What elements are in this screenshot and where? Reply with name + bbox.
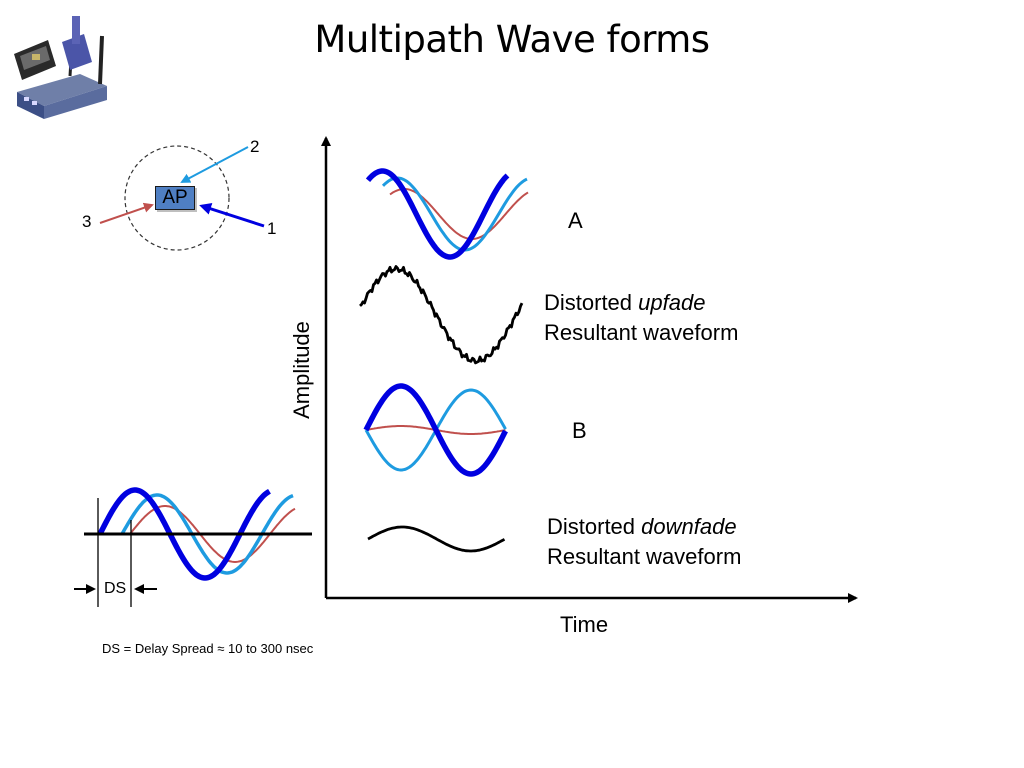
upfade-caption: Distorted upfade Resultant waveform [544, 288, 738, 348]
downfade-waveform [367, 525, 506, 553]
waveform-b [363, 383, 508, 477]
ds-label: DS [104, 580, 127, 597]
coverage-circle [124, 145, 230, 251]
upfade-waveform [359, 265, 524, 365]
downfade-emphasis: downfade [641, 514, 737, 539]
path-3-arrow [99, 202, 154, 224]
downfade-prefix: Distorted [547, 514, 642, 539]
waveform-a-label: A [568, 208, 583, 233]
waveform-a [365, 168, 529, 260]
wireless-router-icon [14, 16, 107, 119]
y-axis-label: Amplitude [289, 321, 314, 419]
x-axis-label: Time [560, 612, 609, 637]
access-point-box: AP [155, 186, 195, 210]
upfade-line2: Resultant waveform [544, 320, 739, 345]
path-label-3: 3 [82, 212, 92, 231]
path-label-2: 2 [250, 137, 260, 156]
downfade-caption: Distorted downfade Resultant waveform [547, 512, 741, 572]
delay-spread-waves [97, 487, 296, 581]
delay-spread-caption: DS = Delay Spread ≈ 10 to 300 nsec [102, 641, 314, 656]
path-label-1: 1 [267, 219, 277, 238]
downfade-line2: Resultant waveform [547, 544, 742, 569]
page-title: Multipath Wave forms [314, 18, 710, 61]
waveform-b-label: B [572, 418, 587, 443]
path-1-arrow [199, 203, 265, 228]
upfade-emphasis: upfade [638, 290, 706, 315]
upfade-prefix: Distorted [544, 290, 639, 315]
path-2-arrow [180, 146, 249, 183]
